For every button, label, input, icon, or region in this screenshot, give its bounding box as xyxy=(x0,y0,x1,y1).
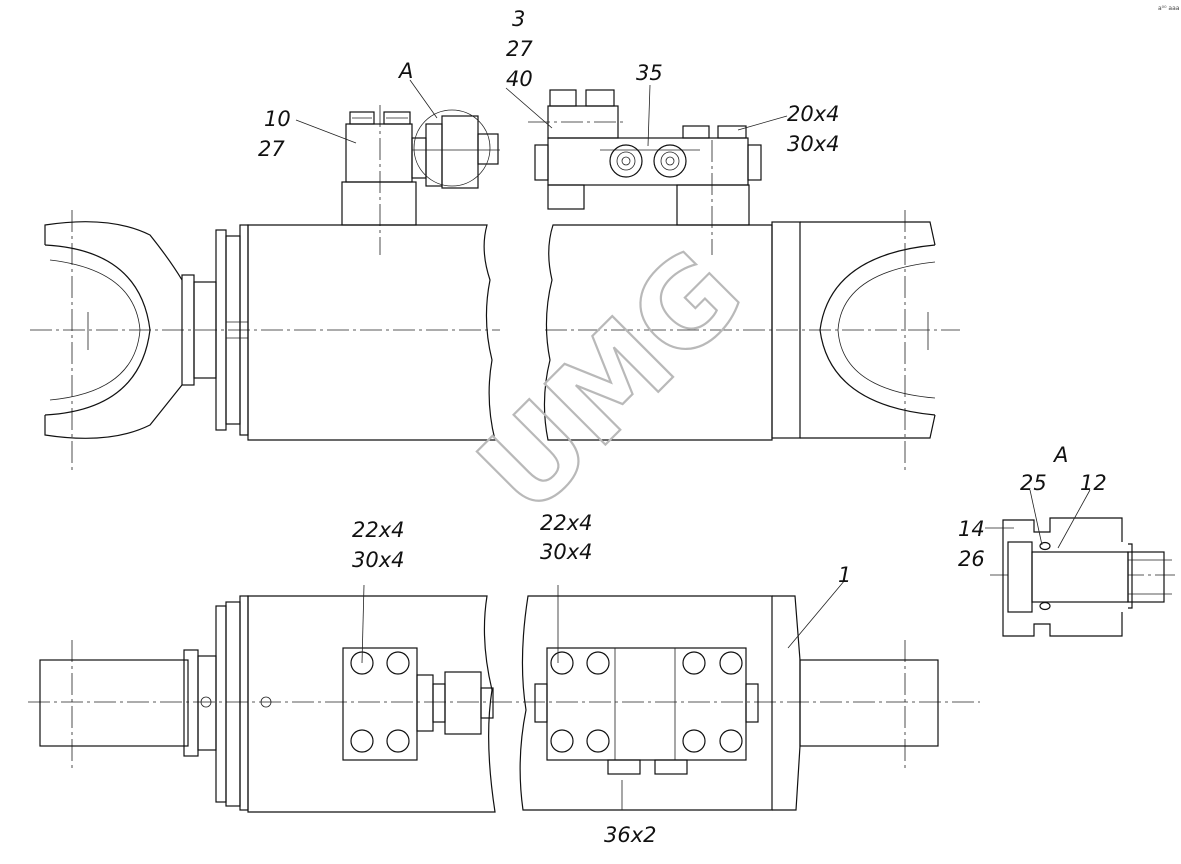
right-clevis xyxy=(800,221,936,439)
umg-watermark: UMG xyxy=(452,223,769,540)
label-30x4-right: 30x4 xyxy=(540,540,593,564)
right-valve-block xyxy=(528,89,762,226)
label-20x4: 20x4 xyxy=(787,102,840,126)
label-36x2: 36x2 xyxy=(604,823,657,847)
right-bolt-block xyxy=(534,585,759,810)
label-35: 35 xyxy=(636,61,663,85)
port-fitting-left xyxy=(609,144,643,178)
label-12: 12 xyxy=(1080,471,1107,495)
label-30x4-left: 30x4 xyxy=(352,548,405,572)
left-clevis xyxy=(44,221,183,439)
label-40: 40 xyxy=(506,67,533,91)
label-a-detail: A xyxy=(1052,443,1068,467)
label-30x4-top: 30x4 xyxy=(787,132,840,156)
label-3: 3 xyxy=(512,7,525,31)
label-26: 26 xyxy=(958,547,985,571)
left-bolt-block xyxy=(342,584,494,761)
label-25: 25 xyxy=(1020,471,1047,495)
port-fitting-right xyxy=(653,144,687,178)
bottom-view xyxy=(28,579,980,813)
label-22x4-right: 22x4 xyxy=(540,511,593,535)
corner-mark: a⁰⁰ aaa xyxy=(1158,5,1180,12)
label-14: 14 xyxy=(958,517,985,541)
label-22x4-left: 22x4 xyxy=(352,518,405,542)
label-27-top: 27 xyxy=(506,37,533,61)
left-valve-block xyxy=(341,109,500,226)
label-27-left: 27 xyxy=(258,137,285,161)
detail-a xyxy=(985,489,1175,637)
label-a-top: A xyxy=(397,59,413,83)
top-view xyxy=(30,79,960,470)
labels: 3 27 40 35 20x4 30x4 A 10 27 22x4 30x4 2… xyxy=(258,7,1107,847)
left-gland xyxy=(181,224,249,436)
label-1: 1 xyxy=(838,563,851,587)
label-10: 10 xyxy=(264,107,291,131)
